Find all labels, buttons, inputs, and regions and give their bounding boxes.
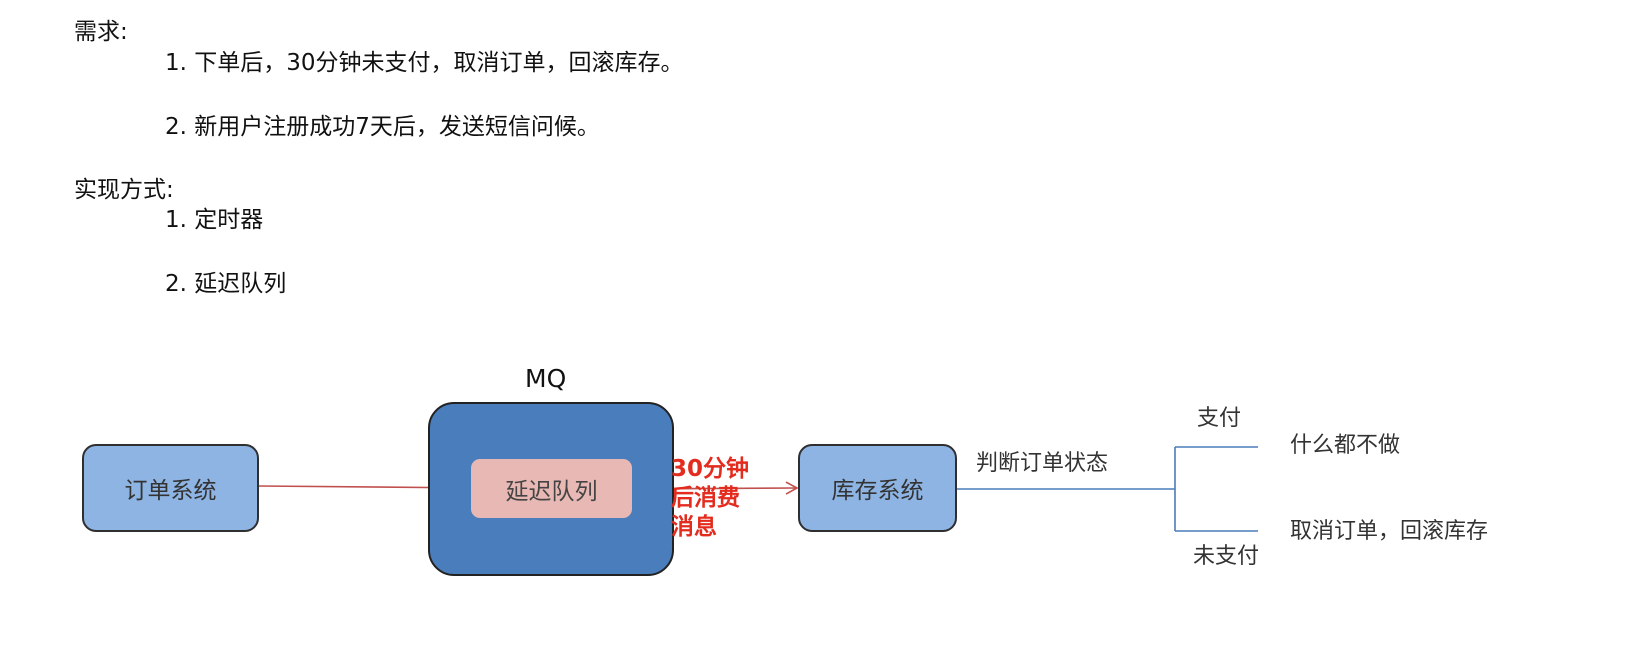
consume-label-line-3: 消息	[671, 514, 717, 540]
requirement-item-2: 2. 新用户注册成功7天后，发送短信问候。	[165, 114, 600, 140]
order-system-box: 订单系统	[82, 444, 259, 532]
implementation-item-2: 2. 延迟队列	[165, 271, 287, 297]
consume-delay-label: 30分钟 后消费 消息	[671, 455, 749, 542]
unpaid-action-label: 取消订单，回滚库存	[1290, 519, 1489, 544]
requirement-item-1: 1. 下单后，30分钟未支付，取消订单，回滚库存。	[165, 50, 684, 76]
requirements-heading: 需求:	[74, 19, 128, 45]
paid-label: 支付	[1197, 406, 1242, 431]
unpaid-label: 未支付	[1193, 544, 1260, 569]
inventory-system-box: 库存系统	[798, 444, 957, 532]
judge-order-status-label: 判断订单状态	[976, 451, 1109, 476]
delay-queue-box: 延迟队列	[471, 459, 632, 518]
implementation-heading: 实现方式:	[74, 177, 174, 203]
consume-label-line-2: 后消费	[671, 485, 740, 511]
implementation-item-1: 1. 定时器	[165, 207, 264, 233]
mq-label: MQ	[525, 364, 567, 393]
consume-label-line-1: 30分钟	[671, 456, 750, 482]
paid-action-label: 什么都不做	[1290, 433, 1401, 458]
